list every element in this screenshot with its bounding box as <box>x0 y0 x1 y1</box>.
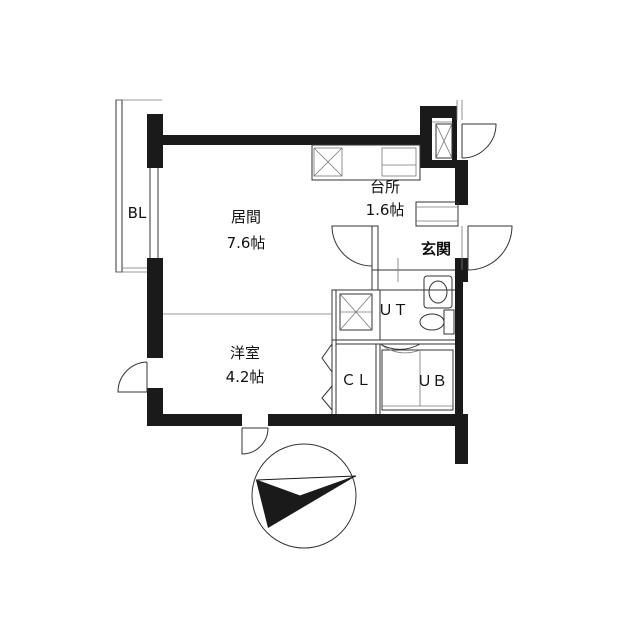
living-room-size: 7.6帖 <box>227 234 266 252</box>
doors <box>117 225 513 455</box>
kitchen-name: 台所 <box>370 178 400 196</box>
kitchen-size: 1.6帖 <box>366 201 405 219</box>
outer-walls <box>147 106 468 464</box>
kitchen-counter <box>311 144 421 181</box>
sash-top <box>432 100 497 159</box>
western-room-size: 4.2帖 <box>226 368 265 386</box>
bath-name: ＵＢ <box>417 372 447 390</box>
toilet-name: ＵＴ <box>378 301 408 319</box>
western-room-name: 洋室 <box>230 344 260 362</box>
interior-walls <box>163 201 459 414</box>
closet-name: ＣＬ <box>341 371 371 389</box>
living-room-name: 居間 <box>231 208 261 226</box>
north-arrow-icon <box>251 443 357 549</box>
toilet-fixtures <box>419 275 455 335</box>
entrance-name: 玄関 <box>421 240 451 258</box>
washer-pan <box>339 293 373 331</box>
balcony-label: BL <box>128 204 147 222</box>
